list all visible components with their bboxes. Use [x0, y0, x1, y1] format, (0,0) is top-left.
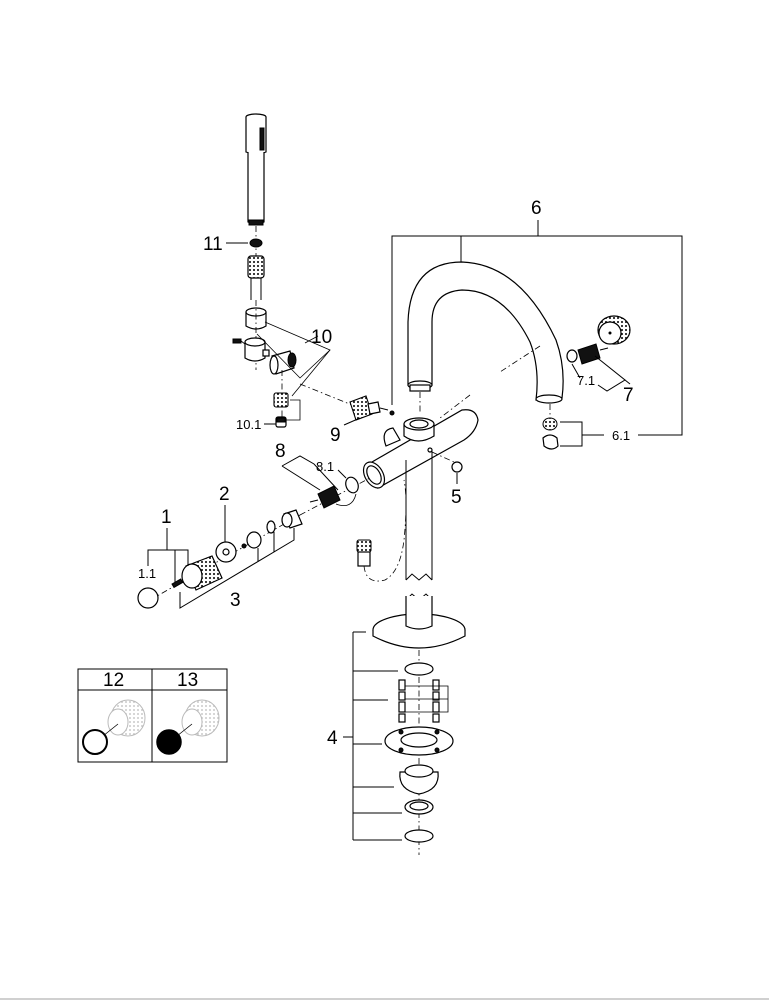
- aerator: [542, 417, 559, 450]
- bolts: [398, 679, 449, 723]
- variant-12-label: 12: [103, 670, 124, 691]
- label-9: 9: [330, 425, 341, 446]
- label-6-1: 6.1: [612, 428, 630, 443]
- spout: [407, 261, 564, 422]
- callout-3: 3: [179, 528, 295, 611]
- left-cartridge-assembly: [299, 476, 371, 516]
- callout-8: 8 8.1: [275, 441, 347, 491]
- label-8-1: 8.1: [316, 459, 334, 474]
- callout-5: 5: [451, 473, 462, 508]
- label-6: 6: [531, 198, 542, 219]
- hose-nut: [247, 255, 265, 279]
- label-5: 5: [451, 487, 462, 508]
- variant-12-image: [82, 699, 146, 755]
- diverter-cartridge: [349, 395, 389, 421]
- label-1-1: 1.1: [138, 566, 156, 581]
- label-2: 2: [219, 484, 230, 505]
- o-ring-bottom: [404, 829, 434, 843]
- hose-connector: [356, 479, 407, 582]
- label-8: 8: [275, 441, 286, 462]
- wall-holder-assembly: [232, 300, 297, 428]
- plug-5: [451, 461, 463, 473]
- variant-13-image: [156, 699, 220, 755]
- callout-6: 6 6.1: [391, 198, 683, 447]
- o-ring-top: [404, 662, 434, 676]
- left-handle-assembly: [137, 509, 303, 609]
- label-10: 10: [311, 327, 332, 348]
- label-11: 11: [203, 234, 223, 255]
- callout-11: 11: [203, 234, 248, 255]
- label-7-1: 7.1: [577, 373, 595, 388]
- label-1: 1: [161, 507, 172, 528]
- label-3: 3: [230, 590, 241, 611]
- callout-10: 10 10.1: [236, 321, 353, 432]
- callout-9: 9: [330, 417, 361, 446]
- floor-mount-kit: [372, 596, 466, 855]
- handshower: [245, 113, 267, 300]
- callout-7: 7.1 7: [571, 355, 634, 406]
- label-7: 7: [623, 385, 634, 406]
- callout-4: 4: [327, 631, 402, 841]
- callout-1: 1 1.1: [138, 507, 189, 582]
- variant-13-label: 13: [177, 670, 198, 691]
- page-bottom-border: [0, 998, 769, 1000]
- callout-2: 2: [219, 484, 230, 542]
- variants-table: 12 13: [77, 668, 228, 763]
- mixer-body: [362, 409, 479, 622]
- o-ring-8-1: [345, 476, 359, 494]
- label-4: 4: [327, 728, 338, 749]
- right-handle-assembly: [566, 315, 631, 365]
- cap-1-1: [137, 587, 159, 609]
- label-10-1: 10.1: [236, 417, 261, 432]
- handshower-washer: [249, 238, 263, 248]
